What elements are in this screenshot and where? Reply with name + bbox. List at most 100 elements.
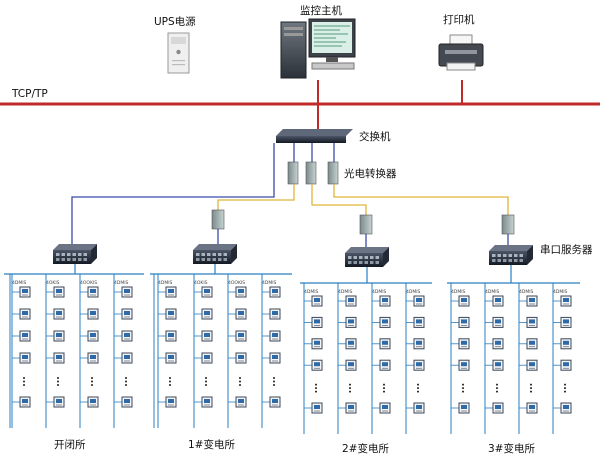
printer-icon — [438, 34, 484, 71]
meter-icon — [560, 295, 572, 307]
fiber-to-station2 — [311, 184, 367, 215]
column-device-label: 4DMIS — [406, 289, 421, 295]
column-device-label: 4DMIS — [485, 289, 500, 295]
ellipsis-dot — [273, 377, 275, 379]
ellipsis-dot — [349, 383, 351, 386]
meter-icon — [165, 352, 177, 364]
meter-icon — [201, 352, 213, 364]
meter-icon — [121, 286, 133, 298]
meter-icon — [53, 330, 65, 342]
serial-server-label: 串口服务器 — [540, 244, 593, 256]
remote-converter-icon — [211, 209, 515, 235]
column-device-label: 4DMIS — [372, 289, 387, 295]
ellipsis-dot — [462, 383, 464, 386]
serial-server-icon — [489, 245, 533, 265]
meter-icon — [379, 295, 391, 307]
ellipsis-dot — [462, 387, 464, 390]
column-device-label: 4DMIS — [12, 280, 27, 286]
meter-icon — [165, 396, 177, 408]
meter-icon — [560, 316, 572, 328]
ellipsis-dot — [57, 384, 59, 386]
meter-icon — [560, 359, 572, 371]
meter-icon — [53, 308, 65, 320]
ups-label: UPS电源 — [154, 16, 196, 28]
meter-icon — [53, 352, 65, 364]
meter-icon — [235, 352, 247, 364]
meter-icon — [458, 402, 470, 414]
meter-icon — [19, 308, 31, 320]
ellipsis-dot — [496, 390, 498, 393]
media-converter-icon — [287, 161, 339, 185]
ellipsis-dot — [91, 384, 93, 386]
meter-icon — [311, 316, 323, 328]
serial-server-icon — [53, 244, 97, 264]
meter-icon — [165, 308, 177, 320]
ellipsis-dot — [169, 377, 171, 379]
meter-icon — [87, 308, 99, 320]
meter-icon — [311, 359, 323, 371]
switch-label: 交换机 — [359, 131, 391, 143]
meter-icon — [19, 396, 31, 408]
switch-to-station0-cable — [71, 143, 275, 244]
meter-icon — [413, 402, 425, 414]
meter-icon — [269, 396, 281, 408]
serial-server-icon — [193, 244, 237, 264]
ellipsis-dot — [564, 383, 566, 386]
meter-icon — [235, 308, 247, 320]
meter-icon — [492, 316, 504, 328]
station-name-0: 开闭所 — [54, 439, 86, 451]
meter-icon — [526, 359, 538, 371]
ellipsis-dot — [239, 377, 241, 379]
converter-label: 光电转换器 — [344, 168, 397, 180]
ellipsis-dot — [239, 384, 241, 386]
ellipsis-dot — [530, 390, 532, 393]
meter-icon — [526, 316, 538, 328]
meter-icon — [345, 402, 357, 414]
meter-icon — [458, 295, 470, 307]
meter-icon — [87, 352, 99, 364]
meter-icon — [492, 338, 504, 350]
meter-icon — [19, 286, 31, 298]
tcp-label: TCP/TP — [12, 88, 48, 100]
meter-icon — [165, 286, 177, 298]
ellipsis-dot — [349, 387, 351, 390]
ellipsis-dot — [417, 390, 419, 393]
meter-icon — [413, 316, 425, 328]
meter-icon — [53, 396, 65, 408]
column-device-label: 4DMIS — [262, 280, 277, 286]
ellipsis-dot — [530, 387, 532, 390]
ellipsis-dot — [383, 383, 385, 386]
monitoring-host-icon — [280, 18, 356, 79]
ellipsis-dot — [383, 387, 385, 390]
meter-icon — [201, 308, 213, 320]
ellipsis-dot — [530, 383, 532, 386]
ellipsis-dot — [496, 387, 498, 390]
meter-icon — [560, 338, 572, 350]
meter-icon — [526, 402, 538, 414]
ellipsis-dot — [169, 380, 171, 383]
meter-icon — [458, 338, 470, 350]
meter-icon — [413, 359, 425, 371]
meter-icon — [379, 338, 391, 350]
meter-icon — [379, 359, 391, 371]
ellipsis-dot — [496, 383, 498, 386]
meter-icon — [121, 308, 133, 320]
ellipsis-dot — [125, 377, 127, 379]
meter-icon — [413, 338, 425, 350]
meter-icon — [492, 402, 504, 414]
column-device-label: 4OKIS — [194, 280, 208, 286]
ellipsis-dot — [91, 377, 93, 379]
meter-icon — [492, 295, 504, 307]
column-device-label: 4DMIS — [114, 280, 129, 286]
printer-label: 打印机 — [443, 14, 475, 26]
meter-icon — [87, 396, 99, 408]
meter-icon — [235, 330, 247, 342]
meter-icon — [121, 396, 133, 408]
ellipsis-dot — [205, 380, 207, 383]
meter-icon — [201, 396, 213, 408]
ellipsis-dot — [23, 380, 25, 383]
fiber-to-station3 — [333, 184, 509, 215]
